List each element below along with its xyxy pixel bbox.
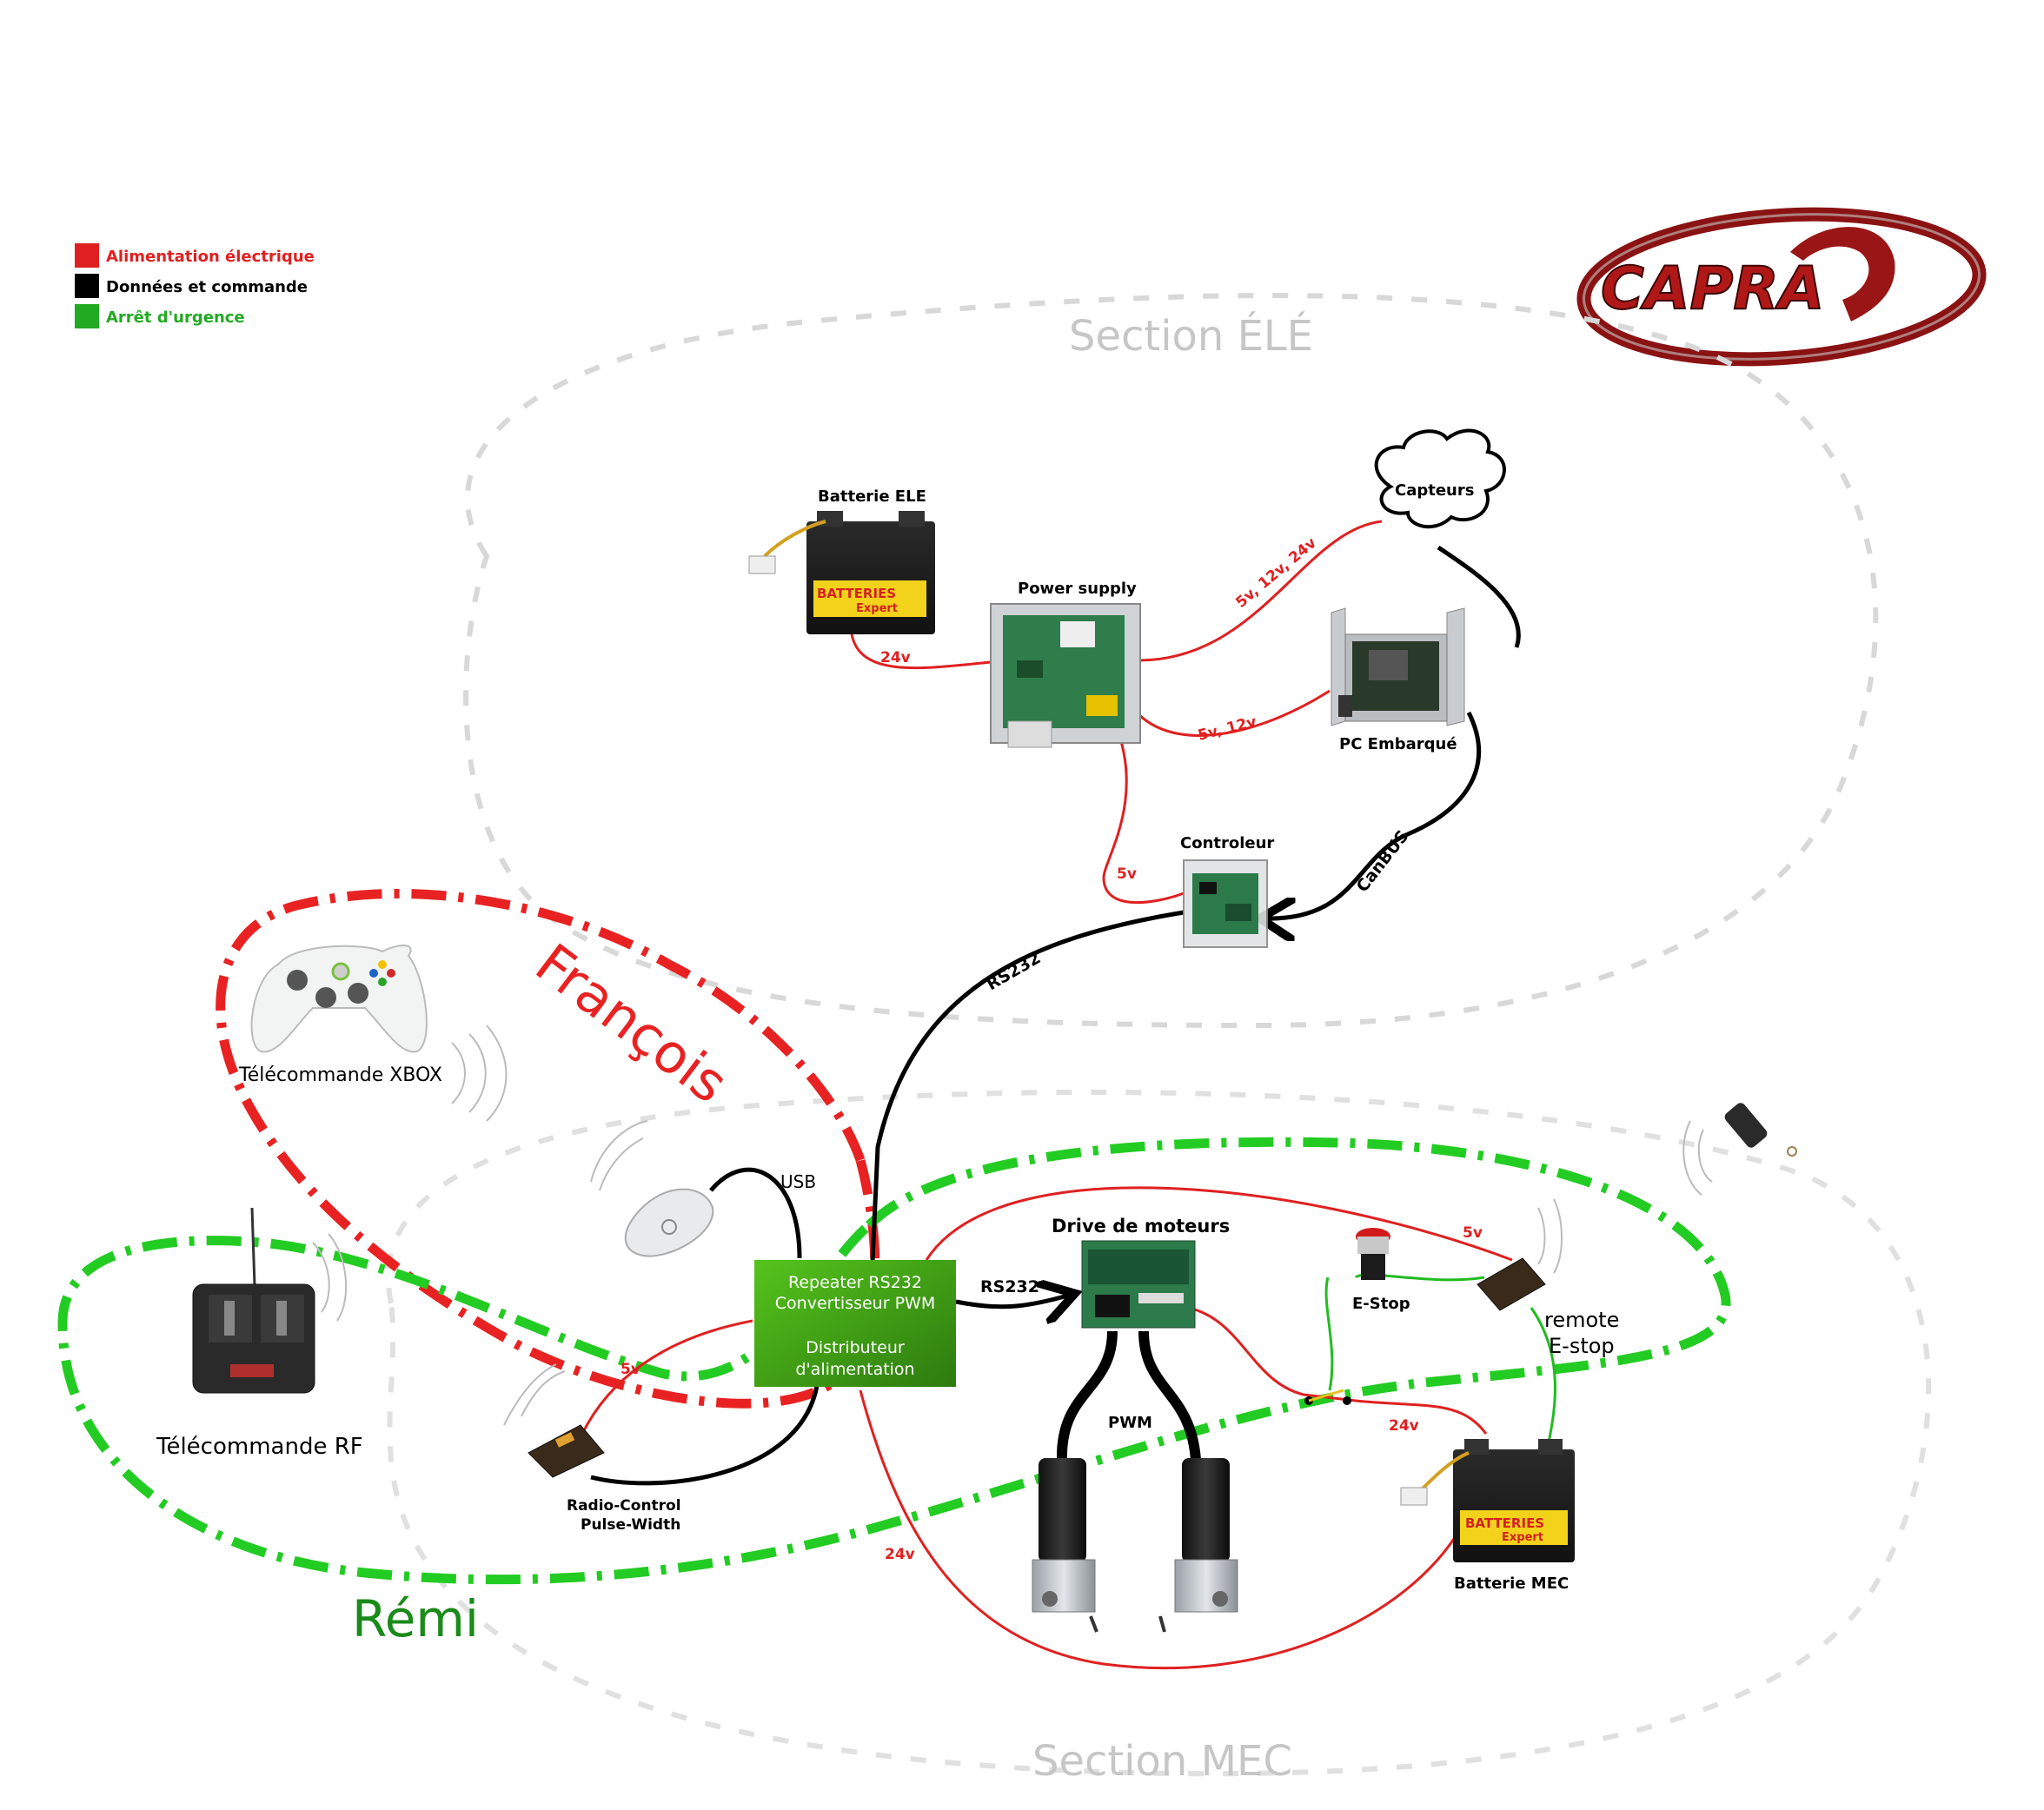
- repeater-line-5: d'alimentation: [795, 1360, 914, 1379]
- label-5v-estop: 5v: [1463, 1224, 1483, 1242]
- wire-remote-batmec: [1530, 1307, 1556, 1443]
- wire-estop-switch: [1324, 1276, 1334, 1391]
- label-5-12-24v: 5v, 12v, 24v: [1232, 534, 1319, 612]
- remi-outline: [57, 1137, 1731, 1585]
- batterie-ele-label: Batterie ELE: [818, 487, 926, 506]
- wire-pc-ctrl: [1264, 711, 1482, 918]
- wire-drive-batmec: [1188, 1306, 1488, 1435]
- usb-dongle: USB: [590, 1120, 816, 1257]
- rc-label-2: Pulse-Width: [581, 1516, 680, 1534]
- motor-right: [1158, 1458, 1238, 1633]
- capteurs-label: Capteurs: [1395, 481, 1474, 500]
- section-ele-label: Section ÉLÉ: [1069, 311, 1313, 361]
- label-24v-rep: 24v: [885, 1546, 915, 1563]
- batterie-ele-brand: BATTERIES: [817, 586, 896, 601]
- batterie-mec: BATTERIES Expert Batterie MEC: [1400, 1439, 1575, 1593]
- remote-estop-label-2: E-stop: [1549, 1334, 1615, 1358]
- wire-rep-batmec: [859, 1389, 1462, 1670]
- controleur: Controleur: [1180, 834, 1274, 948]
- repeater-line-4: Distributeur: [806, 1338, 905, 1357]
- motor-left: [1032, 1458, 1098, 1633]
- capteurs-cloud: Capteurs: [1374, 428, 1506, 529]
- legend-label-power: Alimentation électrique: [106, 248, 315, 266]
- repeater-line-2: Convertisseur PWM: [775, 1294, 935, 1313]
- section-ele-outline: [463, 293, 1879, 1029]
- capra-logo: CAPRA: [1576, 207, 1987, 367]
- legend-label-data: Données et commande: [106, 278, 308, 296]
- power-supply-label: Power supply: [1018, 580, 1137, 598]
- label-5-12v: 5v, 12v: [1196, 713, 1258, 745]
- batterie-ele-brand2: Expert: [856, 602, 898, 615]
- wire-drive-motor2: [1138, 1330, 1201, 1461]
- label-rs232-drive: RS232: [980, 1277, 1039, 1296]
- label-canbus: CanBUS: [1353, 826, 1413, 896]
- wire-usb-rep: [709, 1167, 802, 1259]
- label-24v-ele: 24v: [880, 649, 911, 666]
- rc-module: Radio-Control Pulse-Width: [503, 1363, 681, 1534]
- wire-rep-drive: [925, 1186, 1513, 1262]
- power-wires: [581, 520, 1513, 1670]
- wire-psu-capteurs: [1138, 520, 1383, 662]
- rf-remote: Télécommande RF: [156, 1207, 363, 1460]
- wire-psu-pc: [1137, 689, 1331, 737]
- switch: [1304, 1389, 1351, 1405]
- legend: Alimentation électrique Données et comma…: [75, 243, 315, 328]
- xbox-label: Télécommande XBOX: [238, 1064, 442, 1086]
- batterie-mec-label: Batterie MEC: [1454, 1575, 1569, 1593]
- repeater-line-1: Repeater RS232: [788, 1273, 922, 1292]
- batterie-mec-brand2: Expert: [1502, 1531, 1543, 1544]
- motor-drive: Drive de moteurs: [1052, 1216, 1230, 1329]
- pwm-label: PWM: [1108, 1414, 1152, 1432]
- legend-swatch-power: [75, 243, 99, 268]
- label-rs232-ctrl: RS232: [984, 948, 1045, 994]
- remote-estop-label-1: remote: [1544, 1308, 1619, 1332]
- batterie-ele: Batterie ELE BATTERIES Expert: [748, 487, 935, 634]
- batterie-mec-brand: BATTERIES: [1465, 1515, 1544, 1531]
- power-supply: Power supply: [990, 580, 1141, 748]
- rc-label-1: Radio-Control: [567, 1497, 681, 1515]
- legend-swatch-estop: [75, 304, 99, 328]
- wire-drive-motor1: [1056, 1330, 1118, 1461]
- pc-embarque: PC Embarqué: [1331, 607, 1465, 753]
- repeater-box: Repeater RS232 Convertisseur PWM Distrib…: [754, 1260, 956, 1387]
- drive-label: Drive de moteurs: [1052, 1216, 1230, 1237]
- xbox-controller: Télécommande XBOX: [238, 945, 508, 1122]
- logo-text: CAPRA: [1601, 255, 1824, 323]
- wire-capteurs-pc: [1437, 545, 1521, 648]
- pc-embarque-label: PC Embarqué: [1339, 735, 1457, 753]
- wire-rep-rc-data: [590, 1385, 820, 1486]
- francois-label: François: [524, 932, 740, 1116]
- section-mec-outline: [385, 1089, 1932, 1777]
- data-wires: [590, 545, 1521, 1486]
- label-5v-ctrl: 5v: [1117, 865, 1137, 883]
- keyfob: [1682, 1103, 1797, 1196]
- label-5v-rc: 5v: [620, 1361, 640, 1378]
- rf-label: Télécommande RF: [156, 1434, 363, 1460]
- estop-label: E-Stop: [1352, 1295, 1410, 1313]
- legend-swatch-data: [75, 274, 99, 298]
- remi-label: Rémi: [352, 1589, 479, 1648]
- wire-rep-rc: [581, 1319, 753, 1435]
- francois-outline: [216, 888, 880, 1409]
- wire-rep-drive-data: [955, 1295, 1071, 1307]
- legend-label-estop: Arrêt d'urgence: [106, 308, 245, 327]
- usb-label: USB: [780, 1171, 816, 1192]
- wire-psu-ctrl: [1102, 720, 1185, 904]
- remote-estop-module: remote E-stop: [1477, 1198, 1619, 1358]
- wire-batele-psu: [850, 633, 992, 670]
- controleur-label: Controleur: [1180, 834, 1274, 852]
- wire-ctrl-rep: [870, 910, 1185, 1263]
- label-24v-mec: 24v: [1389, 1417, 1419, 1435]
- estop-button: E-Stop: [1352, 1228, 1410, 1313]
- section-mec-label: Section MEC: [1032, 1737, 1292, 1786]
